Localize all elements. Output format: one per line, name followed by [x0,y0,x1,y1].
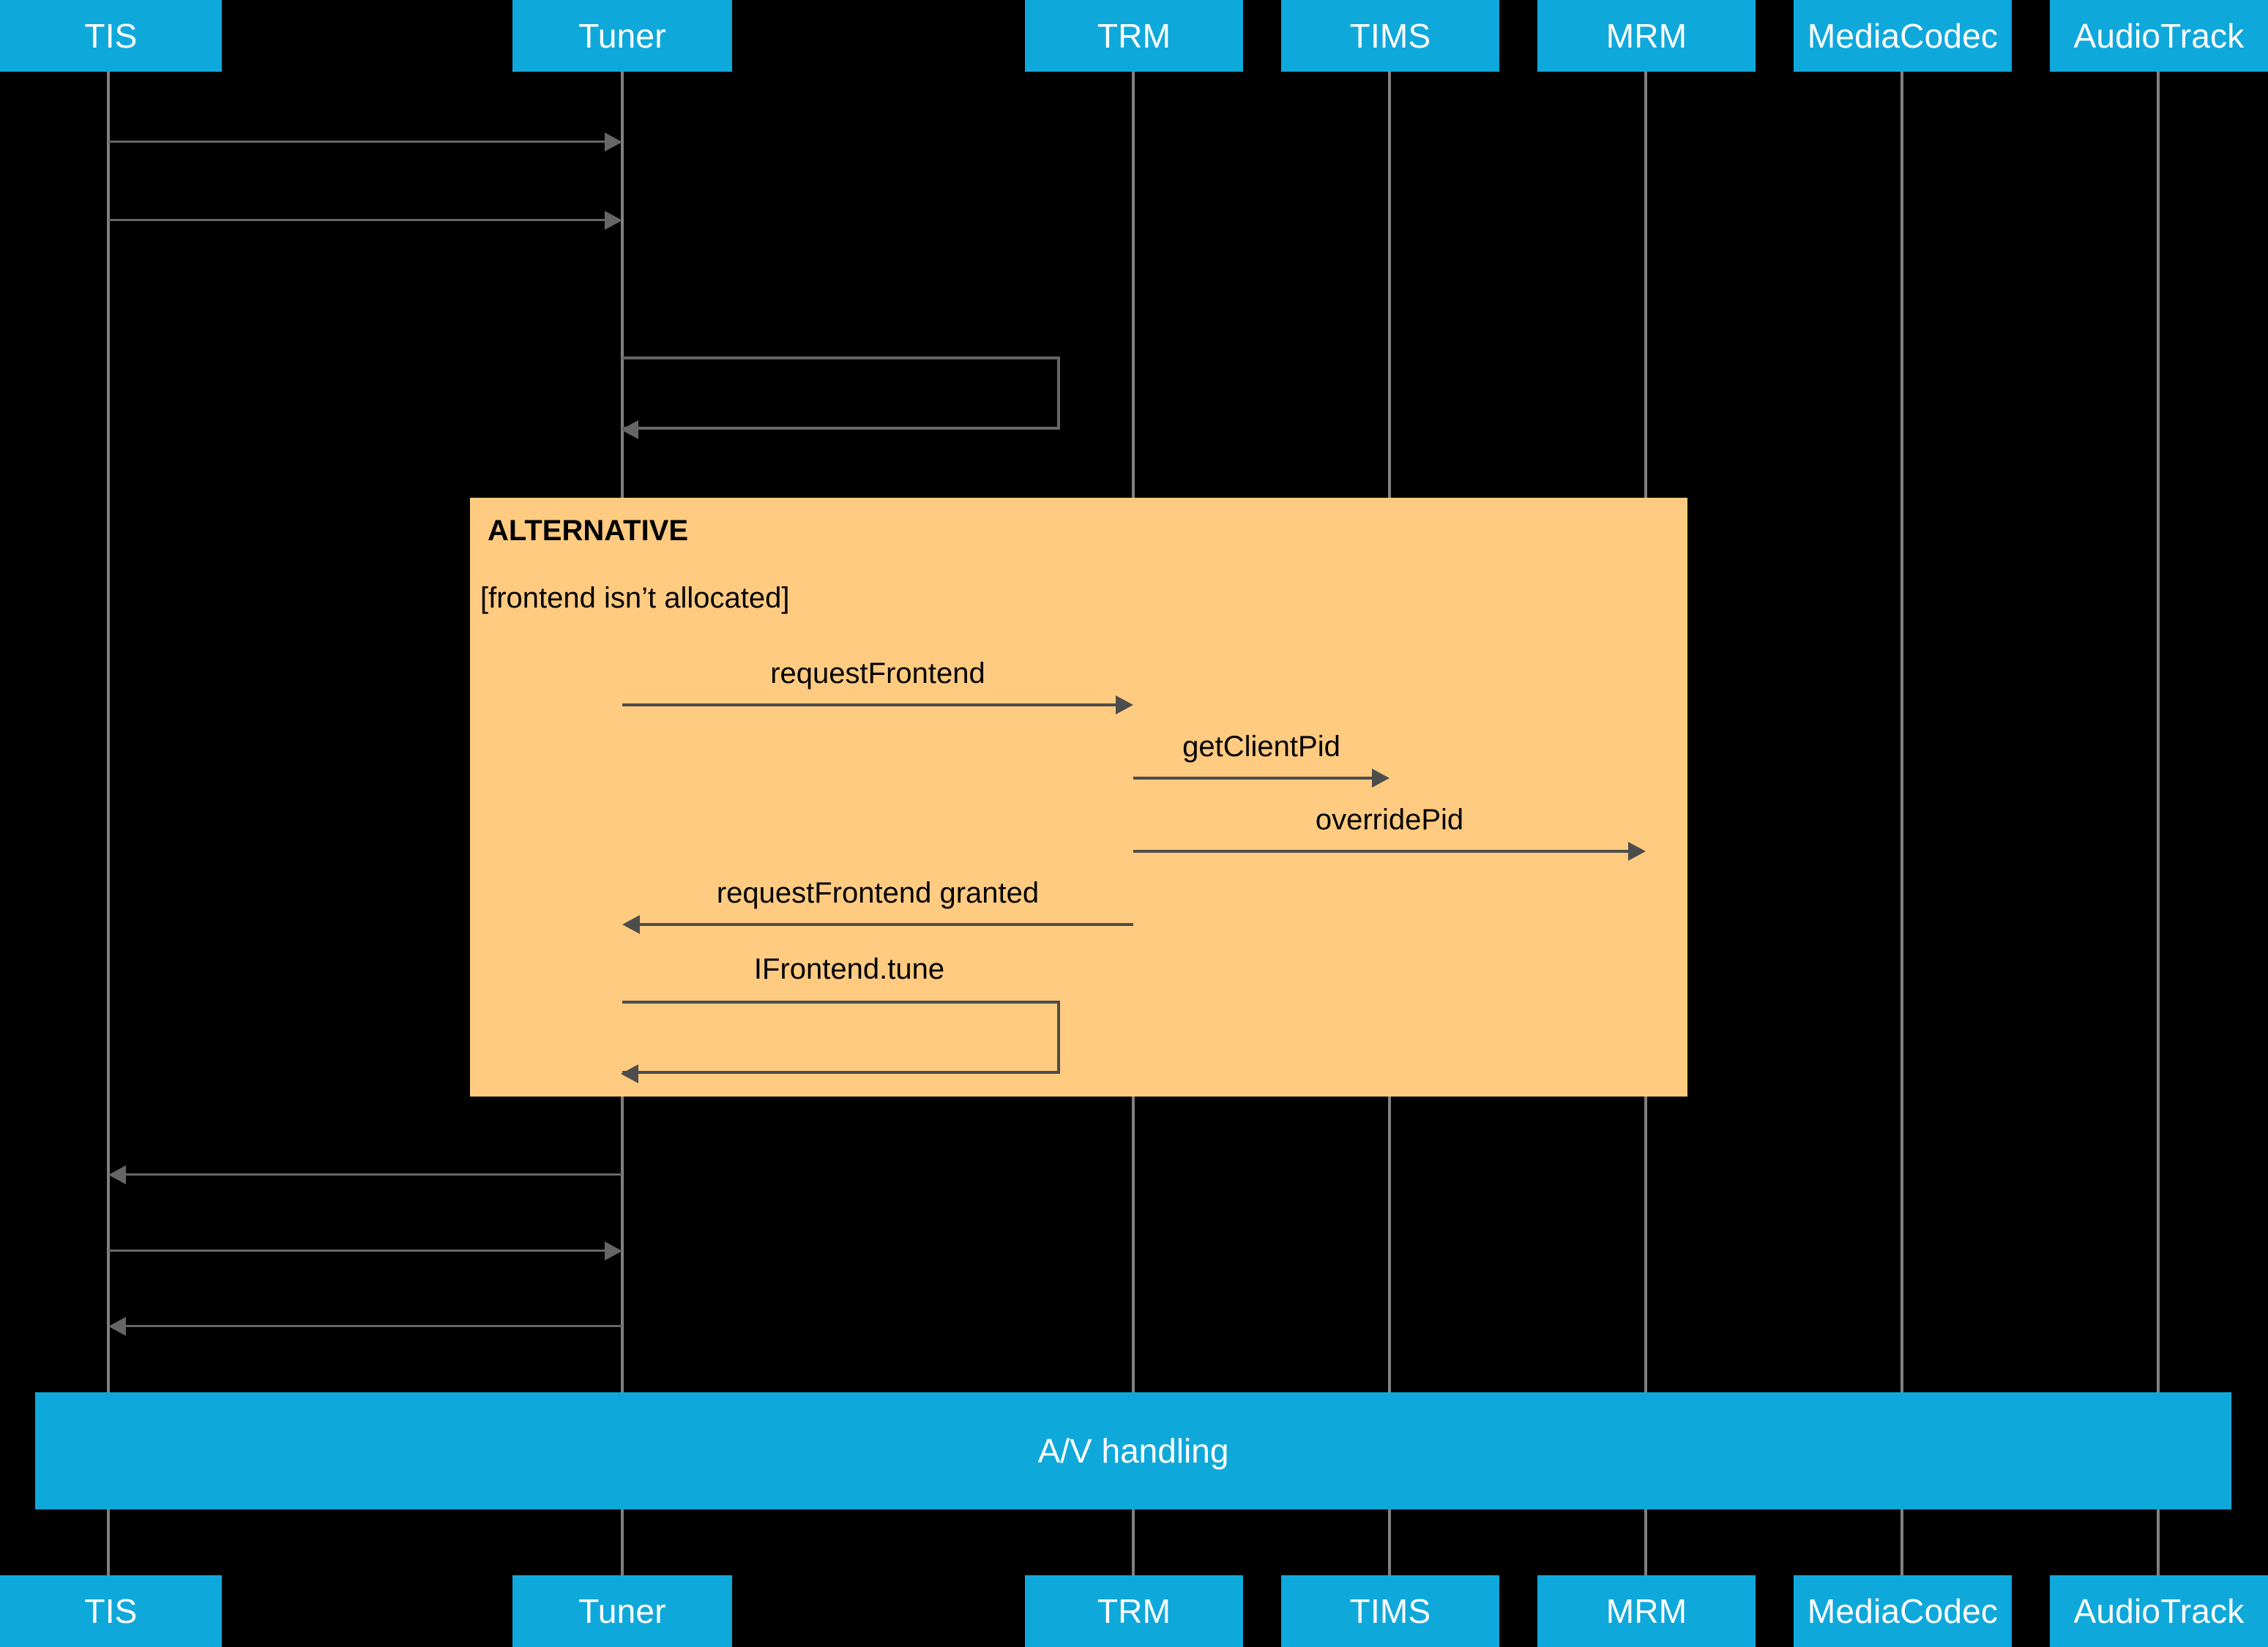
message-label-m5: getClientPid [1182,731,1340,763]
lifeline-audiotrack [2157,72,2160,1575]
self-message-box-m8 [622,1001,1060,1074]
participant-label: Tuner [578,1592,666,1630]
participant-bottom-mediacodec[interactable]: MediaCodec [1794,1575,2012,1647]
participant-label: MediaCodec [1807,1592,1999,1630]
message-arrowhead-m8 [621,1064,638,1083]
fragment-operator-label: ALTERNATIVE [488,515,689,547]
message-arrowhead-m4 [1116,695,1133,714]
participant-top-tis[interactable]: TIS [0,0,222,72]
participant-bottom-trm[interactable]: TRM [1025,1575,1243,1647]
message-line-m5 [1133,777,1372,780]
message-label-m4: requestFrontend [770,657,985,690]
message-arrowhead-m5 [1372,769,1389,788]
message-label-m8: IFrontend.tune [753,953,945,985]
message-arrowhead-m6 [1628,842,1646,861]
participant-label: AudioTrack [2073,1592,2245,1630]
message-line-m10 [108,1250,605,1252]
participant-label: TRM [1097,1592,1171,1630]
participant-label: MRM [1605,1592,1687,1630]
participant-top-trm[interactable]: TRM [1025,0,1243,72]
message-arrowhead-m1 [605,132,622,152]
message-label-m7: requestFrontend granted [716,877,1040,909]
message-line-m2 [108,219,605,221]
message-line-m1 [108,141,605,143]
message-line-m9 [126,1173,622,1176]
participant-bottom-mrm[interactable]: MRM [1537,1575,1756,1647]
participant-bottom-tuner[interactable]: Tuner [512,1575,732,1647]
message-line-m4 [622,703,1116,706]
participant-bottom-audiotrack[interactable]: AudioTrack [2050,1575,2268,1647]
participant-label: AudioTrack [2073,17,2245,55]
participant-label: TIMS [1349,17,1431,55]
av-handling-label: A/V handling [1037,1432,1229,1470]
message-line-m7 [640,923,1133,926]
participant-top-mediacodec[interactable]: MediaCodec [1794,0,2012,72]
message-label-m6: overridePid [1315,804,1464,836]
participant-top-mrm[interactable]: MRM [1537,0,1756,72]
message-arrowhead-m7 [622,915,640,934]
message-arrowhead-m9 [108,1165,126,1184]
participant-bottom-tis[interactable]: TIS [0,1575,222,1647]
participant-label: Tuner [578,17,666,55]
participant-label: MediaCodec [1807,17,1999,55]
message-line-m6 [1133,850,1628,853]
lifeline-mediacodec [1900,72,1903,1575]
av-handling-band[interactable]: A/V handling [35,1392,2231,1509]
message-line-m11 [126,1325,622,1327]
self-message-box-m3 [622,356,1060,430]
message-arrowhead-m3 [621,420,638,439]
participant-label: TIS [84,1592,138,1630]
combined-fragment-alternative [470,498,1687,1097]
participant-top-tuner[interactable]: Tuner [512,0,732,72]
lifeline-tis [107,72,110,1575]
participant-label: TRM [1097,17,1171,55]
participant-label: TIS [84,17,138,55]
fragment-guard-label: [frontend isn’t allocated] [480,582,790,614]
participant-label: TIMS [1349,1592,1431,1630]
participant-label: MRM [1605,17,1687,55]
participant-bottom-tims[interactable]: TIMS [1281,1575,1499,1647]
participant-top-audiotrack[interactable]: AudioTrack [2050,0,2268,72]
message-arrowhead-m2 [605,211,622,230]
message-arrowhead-m10 [605,1241,622,1261]
message-arrowhead-m11 [108,1317,126,1336]
participant-top-tims[interactable]: TIMS [1281,0,1499,72]
